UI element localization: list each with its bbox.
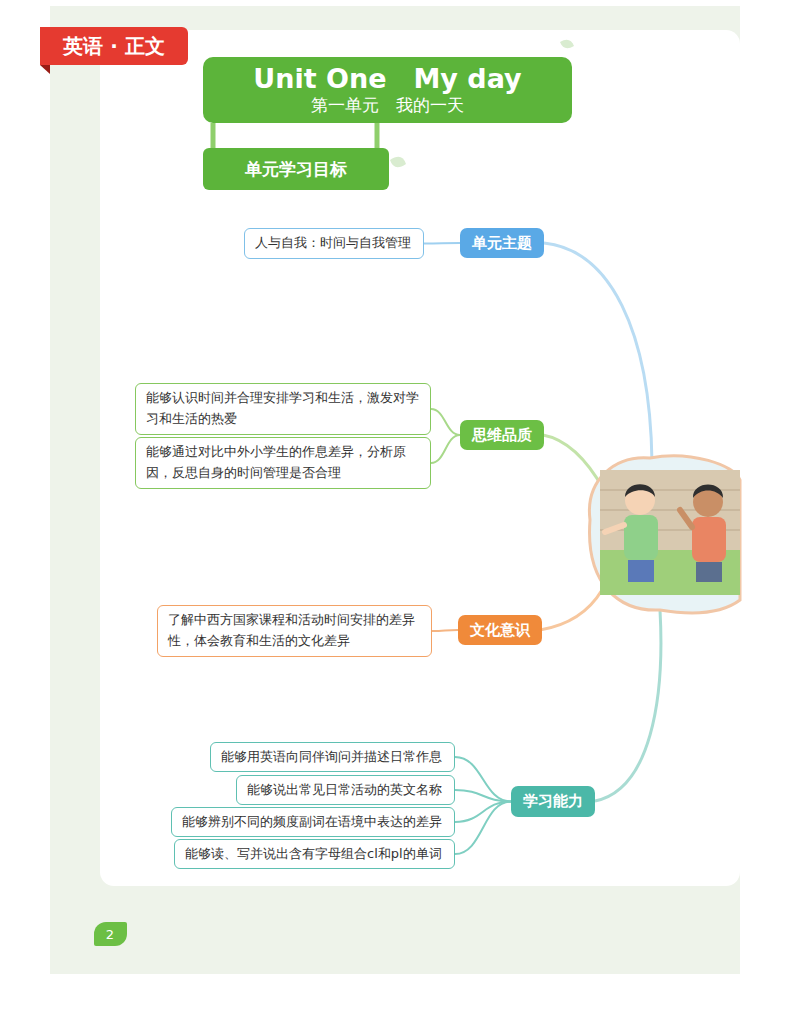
goal-item: 能够读、写并说出含有字母组合cl和pl的单词 — [174, 839, 455, 870]
node-text: 英语 · 正文 — [63, 33, 165, 60]
node-text: 能够辨别不同的频度副词在语境中表达的差异 — [182, 812, 442, 833]
goal-item: 能够说出常见日常活动的英文名称 — [236, 775, 455, 806]
node-text: 文化意识 — [470, 621, 530, 640]
section-tab: 英语 · 正文 — [40, 27, 188, 65]
node-text: 单元学习目标 — [245, 158, 347, 181]
leaf-deco — [390, 157, 406, 167]
node-text: 能够用英语向同伴询问并描述日常作息 — [221, 747, 442, 768]
connector — [455, 790, 511, 802]
connector — [431, 435, 460, 463]
node-text: 能够读、写并说出含有字母组合cl和pl的单词 — [185, 844, 442, 865]
node-text: 学习能力 — [523, 792, 583, 811]
branch-line — [595, 610, 661, 801]
page-number: 2 — [94, 922, 127, 946]
page-card — [50, 6, 740, 974]
connector — [431, 409, 460, 435]
category-box: 思维品质 — [460, 420, 544, 450]
boys-illustration — [589, 456, 740, 613]
node-text: 思维品质 — [472, 426, 532, 445]
leaf-deco — [560, 40, 574, 49]
node-text: 单元主题 — [472, 234, 532, 253]
category-box: 单元主题 — [460, 228, 544, 258]
node-text: 了解中西方国家课程和活动时间安排的差异性，体会教育和生活的文化差异 — [168, 610, 421, 652]
category-box: 学习能力 — [511, 786, 595, 817]
node-text: 第一单元 我的一天 — [311, 94, 464, 116]
goal-item: 能够通过对比中外小学生的作息差异，分析原因，反思自身的时间管理是否合理 — [135, 437, 431, 489]
unit-banner: Unit One My day第一单元 我的一天 — [203, 57, 572, 123]
goal-item: 能够用英语向同伴询问并描述日常作息 — [210, 742, 455, 773]
connector — [455, 802, 511, 822]
category-box: 文化意识 — [458, 615, 542, 645]
node-text: 能够通过对比中外小学生的作息差异，分析原因，反思自身的时间管理是否合理 — [146, 442, 420, 484]
goal-item: 了解中西方国家课程和活动时间安排的差异性，体会教育和生活的文化差异 — [157, 605, 432, 657]
goal-item: 能够认识时间并合理安排学习和生活，激发对学习和生活的热爱 — [135, 383, 431, 435]
connector — [455, 757, 511, 802]
node-text: 能够说出常见日常活动的英文名称 — [247, 780, 442, 801]
goal-item: 能够辨别不同的频度副词在语境中表达的差异 — [171, 807, 455, 838]
connector — [455, 802, 511, 854]
tab-fold — [40, 65, 50, 74]
goal-item: 人与自我：时间与自我管理 — [244, 228, 424, 259]
node-text: 能够认识时间并合理安排学习和生活，激发对学习和生活的热爱 — [146, 388, 420, 430]
branch-line — [544, 243, 652, 462]
connector — [432, 630, 458, 631]
branch-line — [543, 435, 604, 490]
connector — [424, 243, 460, 245]
inner-panel — [100, 30, 740, 886]
goal-box: 单元学习目标 — [203, 148, 389, 190]
node-text: 2 — [106, 927, 114, 942]
branch-line — [540, 590, 602, 630]
node-text: Unit One My day — [253, 63, 521, 94]
node-text: 人与自我：时间与自我管理 — [255, 233, 411, 254]
